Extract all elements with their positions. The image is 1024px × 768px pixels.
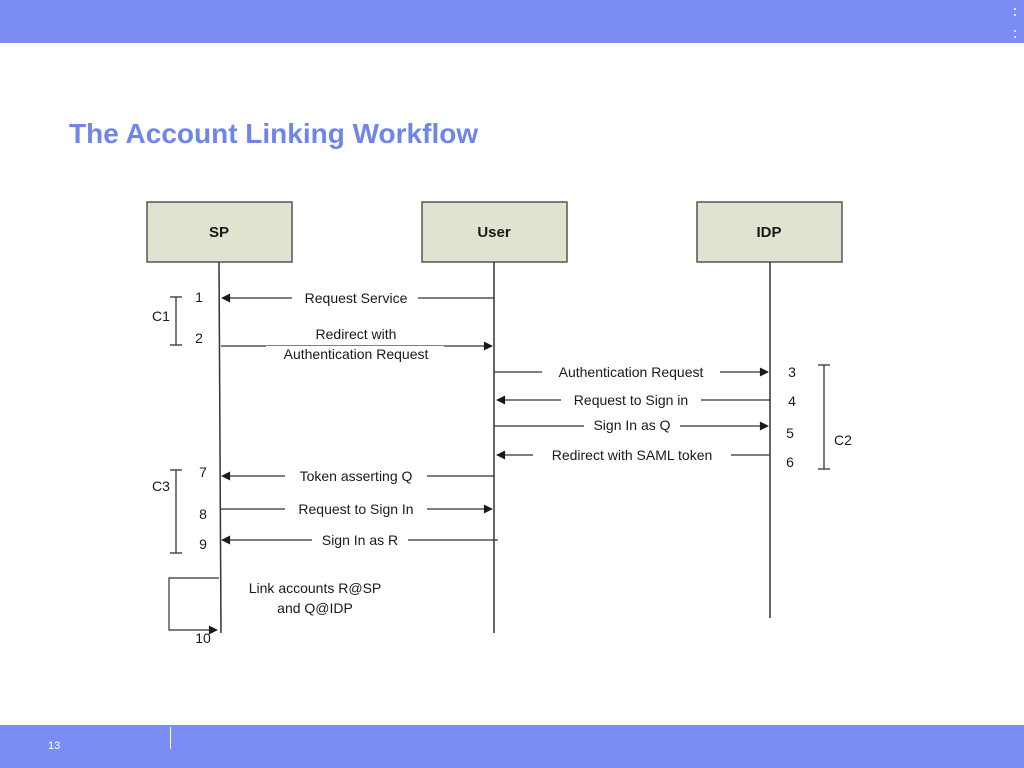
step-number: 6 xyxy=(786,454,794,470)
actor-user: User xyxy=(421,201,568,263)
group-c3-bracket xyxy=(170,469,182,554)
step-number: 4 xyxy=(788,393,796,409)
bottom-bar xyxy=(0,725,1024,768)
mark-dot xyxy=(1014,14,1016,16)
step-number: 1 xyxy=(195,289,203,305)
mark-dot xyxy=(1014,36,1016,38)
actor-idp: IDP xyxy=(696,201,843,263)
group-c3-label: C3 xyxy=(152,478,170,494)
label-backdrop xyxy=(312,531,408,549)
label-backdrop xyxy=(542,363,720,381)
step-number: 10 xyxy=(195,630,211,646)
actor-user-label: User xyxy=(477,224,511,241)
step-number: 2 xyxy=(195,330,203,346)
msg-sign-in-as-q: Sign In as Q xyxy=(593,417,670,433)
top-bar-marks xyxy=(1014,4,1018,38)
step-number: 8 xyxy=(199,506,207,522)
step-number: 3 xyxy=(788,364,796,380)
step-number: 9 xyxy=(199,536,207,552)
step-number: 5 xyxy=(786,425,794,441)
msg-sign-in-as-r: Sign In as R xyxy=(322,532,398,548)
label-backdrop xyxy=(266,346,444,363)
group-c2-bracket xyxy=(818,364,830,470)
mark-dot xyxy=(1014,8,1016,10)
label-backdrop xyxy=(285,467,427,485)
msg-authentication-request: Authentication Request xyxy=(559,364,704,380)
page-number: 13 xyxy=(48,740,61,752)
group-c1-bracket xyxy=(170,296,182,346)
actor-sp: SP xyxy=(146,201,293,263)
group-c2-label: C2 xyxy=(834,432,852,448)
label-backdrop xyxy=(292,289,418,307)
actor-sp-label: SP xyxy=(209,224,229,241)
arrow-link-accounts-loop xyxy=(168,577,219,635)
lifeline-sp xyxy=(218,261,222,634)
msg-request-to-sign-in: Request to Sign In xyxy=(298,501,413,517)
slide-title: The Account Linking Workflow xyxy=(69,118,479,149)
actor-idp-label: IDP xyxy=(756,224,781,241)
msg-token-asserting-q: Token asserting Q xyxy=(300,468,413,484)
footer-divider xyxy=(170,727,171,749)
group-c1-label: C1 xyxy=(152,308,170,324)
note-line2: and Q@IDP xyxy=(277,600,353,616)
label-backdrop xyxy=(561,391,701,409)
msg-redirect-line2: Authentication Request xyxy=(284,346,429,362)
msg-request-to-sign-in-lower: Request to Sign in xyxy=(574,392,688,408)
msg-request-service: Request Service xyxy=(305,290,408,306)
label-backdrop xyxy=(584,416,680,434)
mark-dot xyxy=(1014,30,1016,32)
step-number: 7 xyxy=(199,464,207,480)
label-backdrop xyxy=(285,500,427,518)
label-backdrop xyxy=(533,446,731,464)
note-line1: Link accounts R@SP xyxy=(249,580,382,596)
msg-redirect-line1: Redirect with xyxy=(316,326,397,342)
top-bar xyxy=(0,0,1024,43)
msg-redirect-with-saml: Redirect with SAML token xyxy=(552,447,713,463)
